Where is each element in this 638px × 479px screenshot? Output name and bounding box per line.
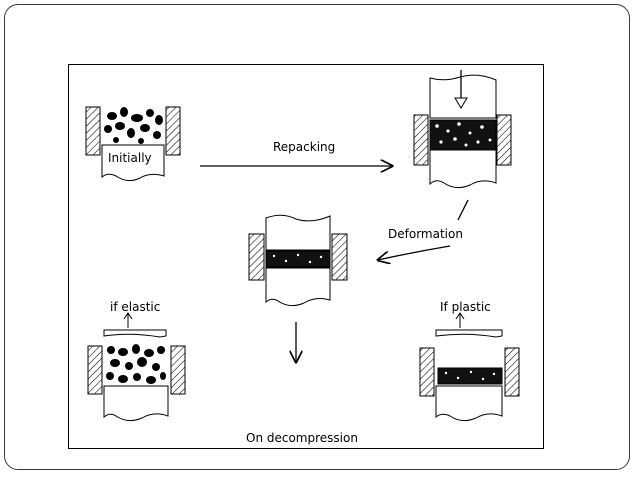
lower-punch — [101, 144, 165, 182]
upper-punch — [103, 329, 167, 338]
lower-punch — [103, 385, 169, 422]
expansion-arrow-head — [455, 312, 465, 320]
tablet-voids — [444, 370, 496, 381]
lower-punch — [265, 267, 331, 307]
label-on-decompression: On decompression — [246, 431, 358, 445]
die-wall-right — [331, 233, 348, 281]
loose-particles — [104, 107, 163, 144]
packed-particles — [429, 119, 497, 151]
expansion-arrow-head — [123, 312, 133, 320]
upper-punch — [265, 214, 331, 251]
label-repacking: Repacking — [273, 140, 335, 154]
deformed-particles — [265, 250, 331, 268]
die-wall-left — [248, 233, 265, 281]
die-wall-right — [170, 345, 186, 395]
die-wall-left — [419, 347, 435, 397]
lower-punch — [429, 149, 497, 189]
upper-punch — [429, 74, 497, 119]
deformation-arrow — [378, 245, 451, 260]
relaxed-particles — [106, 344, 166, 384]
label-if-plastic: If plastic — [440, 300, 491, 314]
die-wall-left — [85, 106, 101, 156]
force-arrow-head — [454, 97, 468, 109]
label-if-elastic: if elastic — [110, 300, 160, 314]
upper-punch — [435, 329, 503, 338]
label-initially: Initially — [108, 151, 152, 165]
die-repacked — [413, 70, 512, 189]
die-deformed — [248, 214, 348, 307]
die-elastic: if elastic — [87, 300, 186, 422]
label-deformation: Deformation — [388, 227, 463, 241]
die-wall-right — [496, 114, 512, 166]
die-wall-right — [165, 106, 181, 156]
die-wall-right — [504, 347, 520, 397]
die-initially: Initially — [85, 106, 181, 182]
packing-voids — [435, 122, 492, 147]
die-plastic: If plastic — [419, 300, 520, 422]
lower-punch — [435, 385, 503, 422]
deformation-voids — [272, 253, 323, 264]
die-wall-left — [413, 114, 429, 166]
deformation-arrow-tail — [457, 199, 469, 221]
compact-tablet — [437, 367, 503, 385]
die-wall-left — [87, 345, 103, 395]
